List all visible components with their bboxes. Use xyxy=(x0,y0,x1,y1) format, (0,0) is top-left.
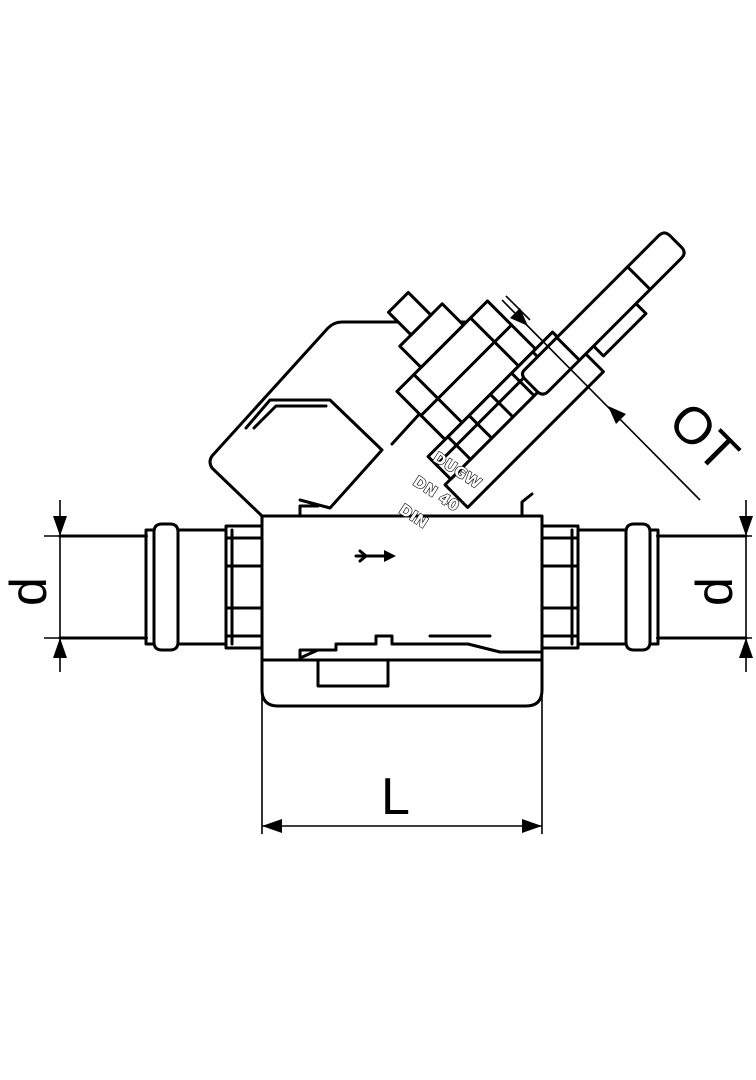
bonnet-assembly xyxy=(386,290,605,509)
dim-right-d: d xyxy=(656,500,753,672)
dim-left-d: d xyxy=(0,500,148,672)
dim-label-d-left: d xyxy=(0,577,58,606)
flow-arrow-icon xyxy=(354,549,396,563)
insulation-bottom xyxy=(260,658,544,708)
dim-label-L: L xyxy=(381,768,410,826)
dim-label-OT: OT xyxy=(658,391,750,483)
right-press-fitting xyxy=(540,522,748,652)
dim-label-d-right: d xyxy=(686,577,744,606)
dim-length-L: L xyxy=(261,660,543,834)
handwheel xyxy=(521,231,686,396)
left-press-fitting xyxy=(58,522,264,652)
